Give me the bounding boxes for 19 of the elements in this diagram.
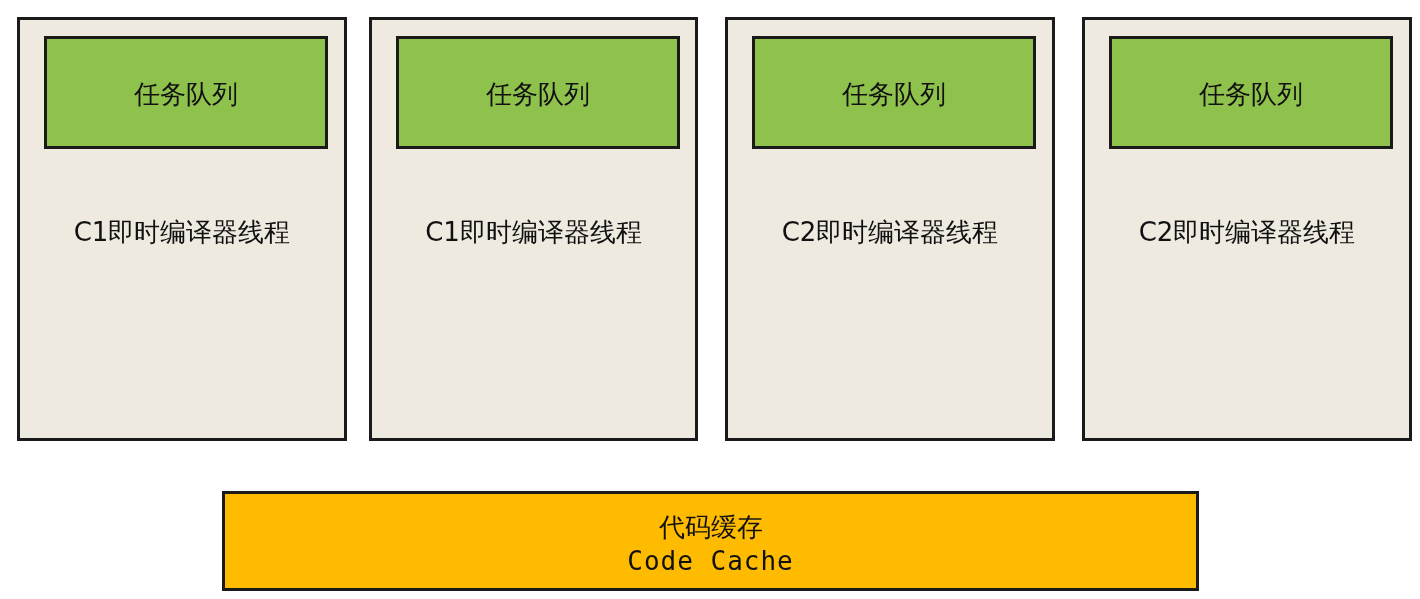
thread-panel [17,17,347,441]
thread-label: C2即时编译器线程 [781,216,999,249]
queue-label: 任务队列 [486,78,590,111]
thread-panel [1082,17,1412,441]
task-queue-box [1109,36,1393,149]
cache-english-label: Code Cache [627,546,794,576]
queue-label: 任务队列 [842,78,946,111]
code-cache-bar [222,491,1199,591]
thread-label: C1即时编译器线程 [425,216,642,249]
thread-label: C2即时编译器线程 [1138,216,1356,249]
task-queue-box [752,36,1036,149]
thread-panel [369,17,698,441]
task-queue-box [44,36,328,149]
cache-label: 代码缓存 [658,511,763,544]
queue-label: 任务队列 [1199,78,1303,111]
thread-label: C1即时编译器线程 [73,216,291,249]
queue-label: 任务队列 [134,78,238,111]
task-queue-box [396,36,680,149]
thread-panel [725,17,1055,441]
